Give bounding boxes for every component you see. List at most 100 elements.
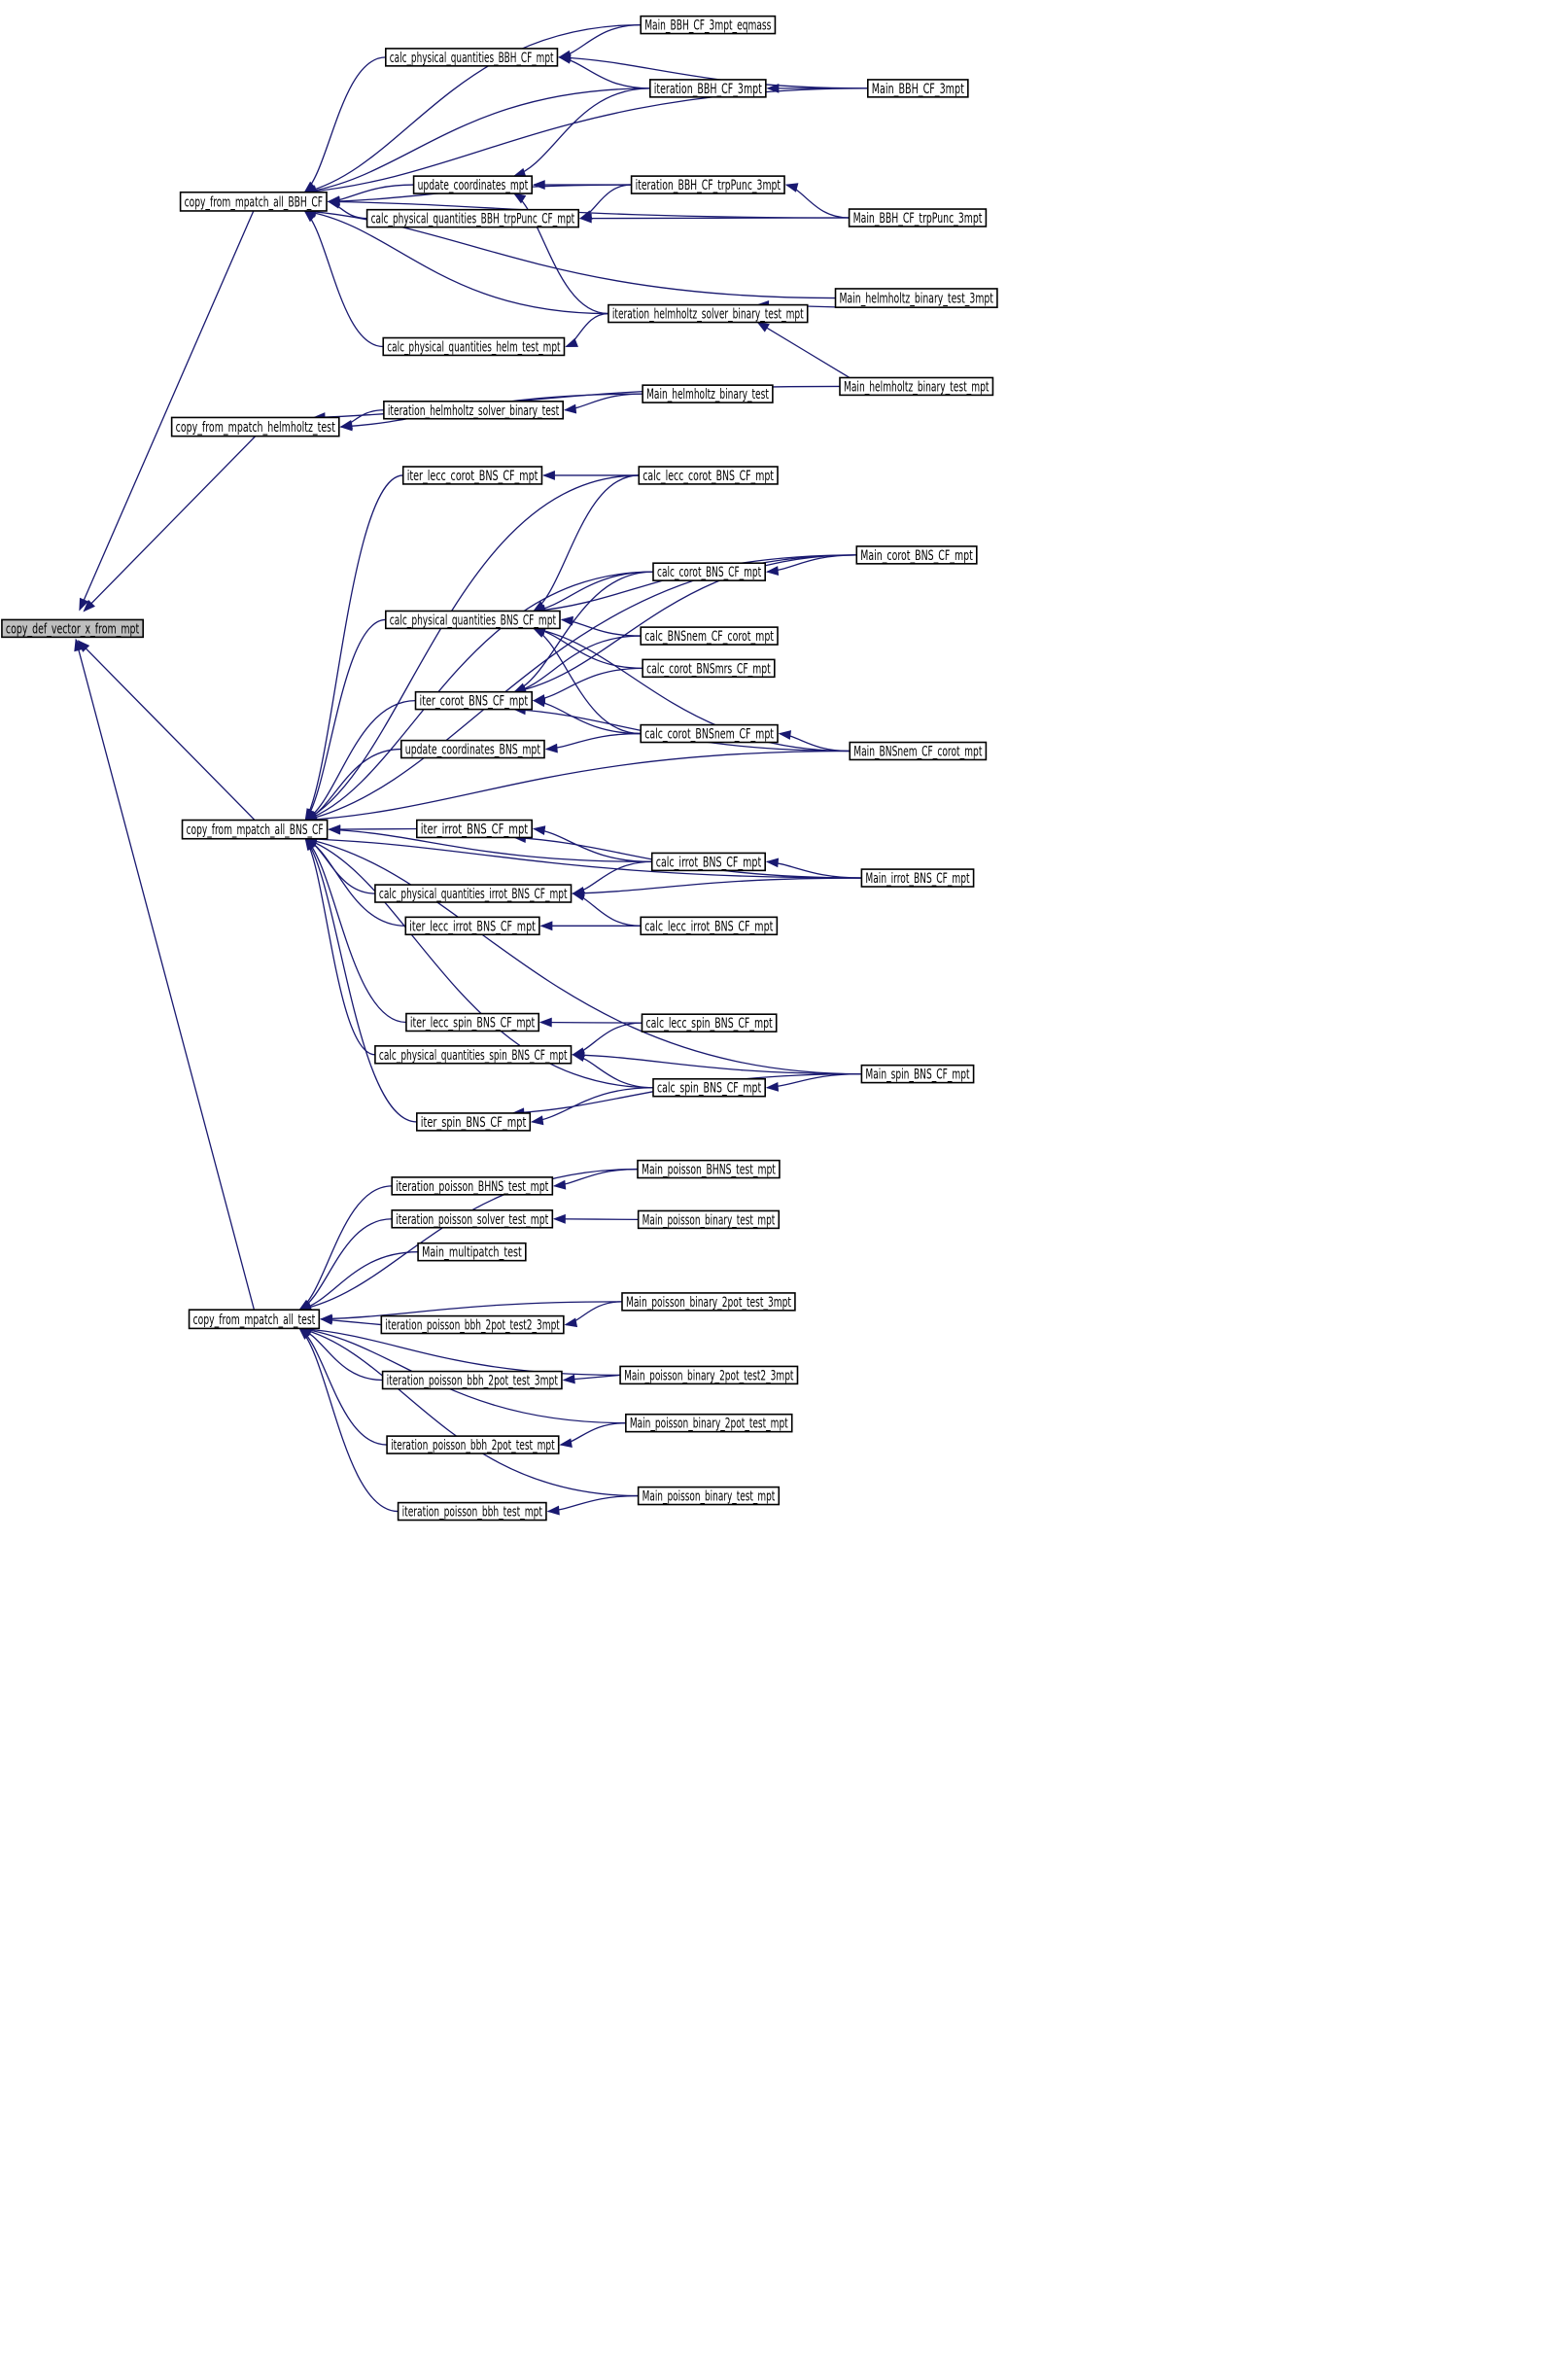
node-box[interactable] — [637, 1486, 781, 1506]
node-mpbtm[interactable]: Main_poisson_binary_test_mpt — [637, 1486, 781, 1506]
node-box[interactable] — [630, 175, 785, 194]
node-main_irr[interactable]: Main_irrot_BNS_CF_mpt — [860, 868, 975, 888]
node-ils[interactable]: iter_lecc_spin_BNS_CF_mpt — [405, 1012, 540, 1032]
node-box[interactable] — [640, 15, 777, 35]
node-mp2t3[interactable]: Main_poisson_binary_2pot_test_3mpt — [621, 1292, 796, 1312]
node-box[interactable] — [641, 1013, 778, 1032]
node-box[interactable] — [380, 1314, 565, 1335]
node-cpq_irr[interactable]: calc_physical_quantities_irrot_BNS_CF_mp… — [374, 884, 573, 903]
node-box[interactable] — [625, 1413, 793, 1433]
node-mpbh[interactable]: Main_poisson_BHNS_test_mpt — [637, 1159, 781, 1179]
node-box[interactable] — [621, 1292, 796, 1312]
node-box[interactable] — [652, 562, 766, 581]
node-cpq_trp[interactable]: calc_physical_quantities_BBH_trpPunc_CF_… — [365, 208, 580, 228]
node-bns[interactable]: copy_from_mpatch_all_BNS_CF — [181, 819, 329, 840]
node-it_bbh3[interactable]: iteration_BBH_CF_3mpt — [648, 79, 767, 98]
node-box[interactable] — [179, 191, 328, 212]
node-box[interactable] — [374, 1045, 573, 1065]
node-cs[interactable]: calc_spin_BNS_CF_mpt — [652, 1077, 766, 1098]
node-main_hbt[interactable]: Main_helmholtz_binary_test — [642, 384, 774, 403]
node-box[interactable] — [391, 1176, 554, 1196]
node-ili[interactable]: iter_lecc_irrot_BNS_CF_mpt — [404, 916, 540, 936]
node-box[interactable] — [412, 175, 534, 194]
node-box[interactable] — [642, 384, 774, 403]
node-box[interactable] — [381, 1370, 563, 1390]
node-main_hb3[interactable]: Main_helmholtz_binary_test_3mpt — [834, 288, 998, 308]
node-test[interactable]: copy_from_mpatch_all_test — [188, 1309, 321, 1330]
node-box[interactable] — [848, 208, 988, 228]
node-cpq_bbh[interactable]: calc_physical_quantities_BBH_CF_mpt — [384, 48, 559, 67]
node-box[interactable] — [397, 1501, 547, 1522]
node-it_hbt[interactable]: iteration_helmholtz_solver_binary_test_m… — [608, 303, 809, 324]
node-ipb2t2[interactable]: iteration_poisson_bbh_2pot_test2_3mpt — [380, 1314, 565, 1335]
node-box[interactable] — [619, 1365, 799, 1385]
node-box[interactable] — [181, 819, 329, 840]
node-box[interactable] — [648, 79, 767, 98]
node-box[interactable] — [404, 916, 540, 936]
node-box[interactable] — [383, 400, 565, 420]
node-ucb[interactable]: update_coordinates_BNS_mpt — [399, 739, 545, 759]
node-box[interactable] — [384, 610, 561, 630]
node-box[interactable] — [839, 376, 994, 397]
node-ipb2t3[interactable]: iteration_poisson_bbh_2pot_test_3mpt — [381, 1370, 563, 1390]
node-mpbt[interactable]: Main_poisson_binary_test_mpt — [637, 1209, 781, 1230]
node-box[interactable] — [860, 1064, 975, 1084]
node-it_hs[interactable]: iteration_helmholtz_solver_binary_test — [383, 400, 565, 420]
node-it_trp[interactable]: iteration_BBH_CF_trpPunc_3mpt — [630, 175, 785, 194]
node-box[interactable] — [365, 208, 580, 228]
node-cpq_bns[interactable]: calc_physical_quantities_BNS_CF_mpt — [384, 610, 561, 630]
node-box[interactable] — [417, 1242, 527, 1262]
node-is[interactable]: iter_spin_BNS_CF_mpt — [415, 1112, 532, 1132]
node-box[interactable] — [640, 916, 779, 936]
node-box[interactable] — [401, 466, 543, 485]
node-box[interactable] — [188, 1309, 321, 1330]
node-mmt[interactable]: Main_multipatch_test — [417, 1242, 527, 1262]
node-cls[interactable]: calc_lecc_spin_BNS_CF_mpt — [641, 1013, 778, 1032]
node-box[interactable] — [414, 690, 533, 711]
node-cpq_helm[interactable]: calc_physical_quantities_helm_test_mpt — [382, 336, 566, 357]
node-box[interactable] — [642, 658, 776, 679]
node-box[interactable] — [637, 1159, 781, 1179]
node-main_eqm[interactable]: Main_BBH_CF_3mpt_eqmass — [640, 15, 777, 35]
node-ipbh[interactable]: iteration_poisson_BHNS_test_mpt — [391, 1176, 554, 1196]
node-ccn[interactable]: calc_corot_BNSnem_CF_mpt — [640, 723, 779, 744]
node-box[interactable] — [415, 1112, 532, 1132]
node-box[interactable] — [384, 48, 559, 67]
node-box[interactable] — [638, 466, 779, 485]
node-mp2t23[interactable]: Main_poisson_binary_2pot_test2_3mpt — [619, 1365, 799, 1385]
node-ips[interactable]: iteration_poisson_solver_test_mpt — [391, 1209, 554, 1229]
node-box[interactable] — [415, 819, 533, 839]
node-root[interactable]: copy_def_vector_x_from_mpt — [1, 618, 144, 639]
node-box[interactable] — [834, 288, 998, 308]
node-main_nem[interactable]: Main_BNSnem_CF_corot_mpt — [849, 741, 988, 761]
node-box[interactable] — [640, 626, 779, 646]
node-mp2tm[interactable]: Main_poisson_binary_2pot_test_mpt — [625, 1413, 793, 1433]
node-box[interactable] — [640, 723, 779, 744]
node-ipb2t[interactable]: iteration_poisson_bbh_2pot_test_mpt — [386, 1435, 560, 1454]
node-bbh[interactable]: copy_from_mpatch_all_BBH_CF — [179, 191, 328, 212]
node-box[interactable] — [866, 79, 969, 98]
node-main_spin[interactable]: Main_spin_BNS_CF_mpt — [860, 1064, 975, 1084]
node-box[interactable] — [849, 741, 988, 761]
node-cbn[interactable]: calc_BNSnem_CF_corot_mpt — [640, 626, 779, 646]
node-upd[interactable]: update_coordinates_mpt — [412, 175, 534, 194]
node-cli[interactable]: calc_lecc_irrot_BNS_CF_mpt — [640, 916, 779, 936]
node-box[interactable] — [637, 1209, 781, 1230]
node-box[interactable] — [382, 336, 566, 357]
node-box[interactable] — [650, 852, 766, 872]
node-cpq_spin[interactable]: calc_physical_quantities_spin_BNS_CF_mpt — [374, 1045, 573, 1065]
node-main_hbtm[interactable]: Main_helmholtz_binary_test_mpt — [839, 376, 994, 397]
node-main_bbh3[interactable]: Main_BBH_CF_3mpt — [866, 79, 969, 98]
node-box[interactable] — [386, 1435, 560, 1454]
node-box[interactable] — [855, 545, 978, 565]
node-ci[interactable]: calc_irrot_BNS_CF_mpt — [650, 852, 766, 872]
node-cc[interactable]: calc_corot_BNS_CF_mpt — [652, 562, 766, 581]
node-helm[interactable]: copy_from_mpatch_helmholtz_test — [170, 416, 340, 438]
node-ii[interactable]: iter_irrot_BNS_CF_mpt — [415, 819, 533, 839]
node-box[interactable] — [374, 884, 573, 903]
node-box[interactable] — [391, 1209, 554, 1229]
node-ilc[interactable]: iter_lecc_corot_BNS_CF_mpt — [401, 466, 543, 485]
node-main_trp[interactable]: Main_BBH_CF_trpPunc_3mpt — [848, 208, 988, 228]
node-box[interactable] — [399, 739, 545, 759]
node-main_cor[interactable]: Main_corot_BNS_CF_mpt — [855, 545, 978, 565]
